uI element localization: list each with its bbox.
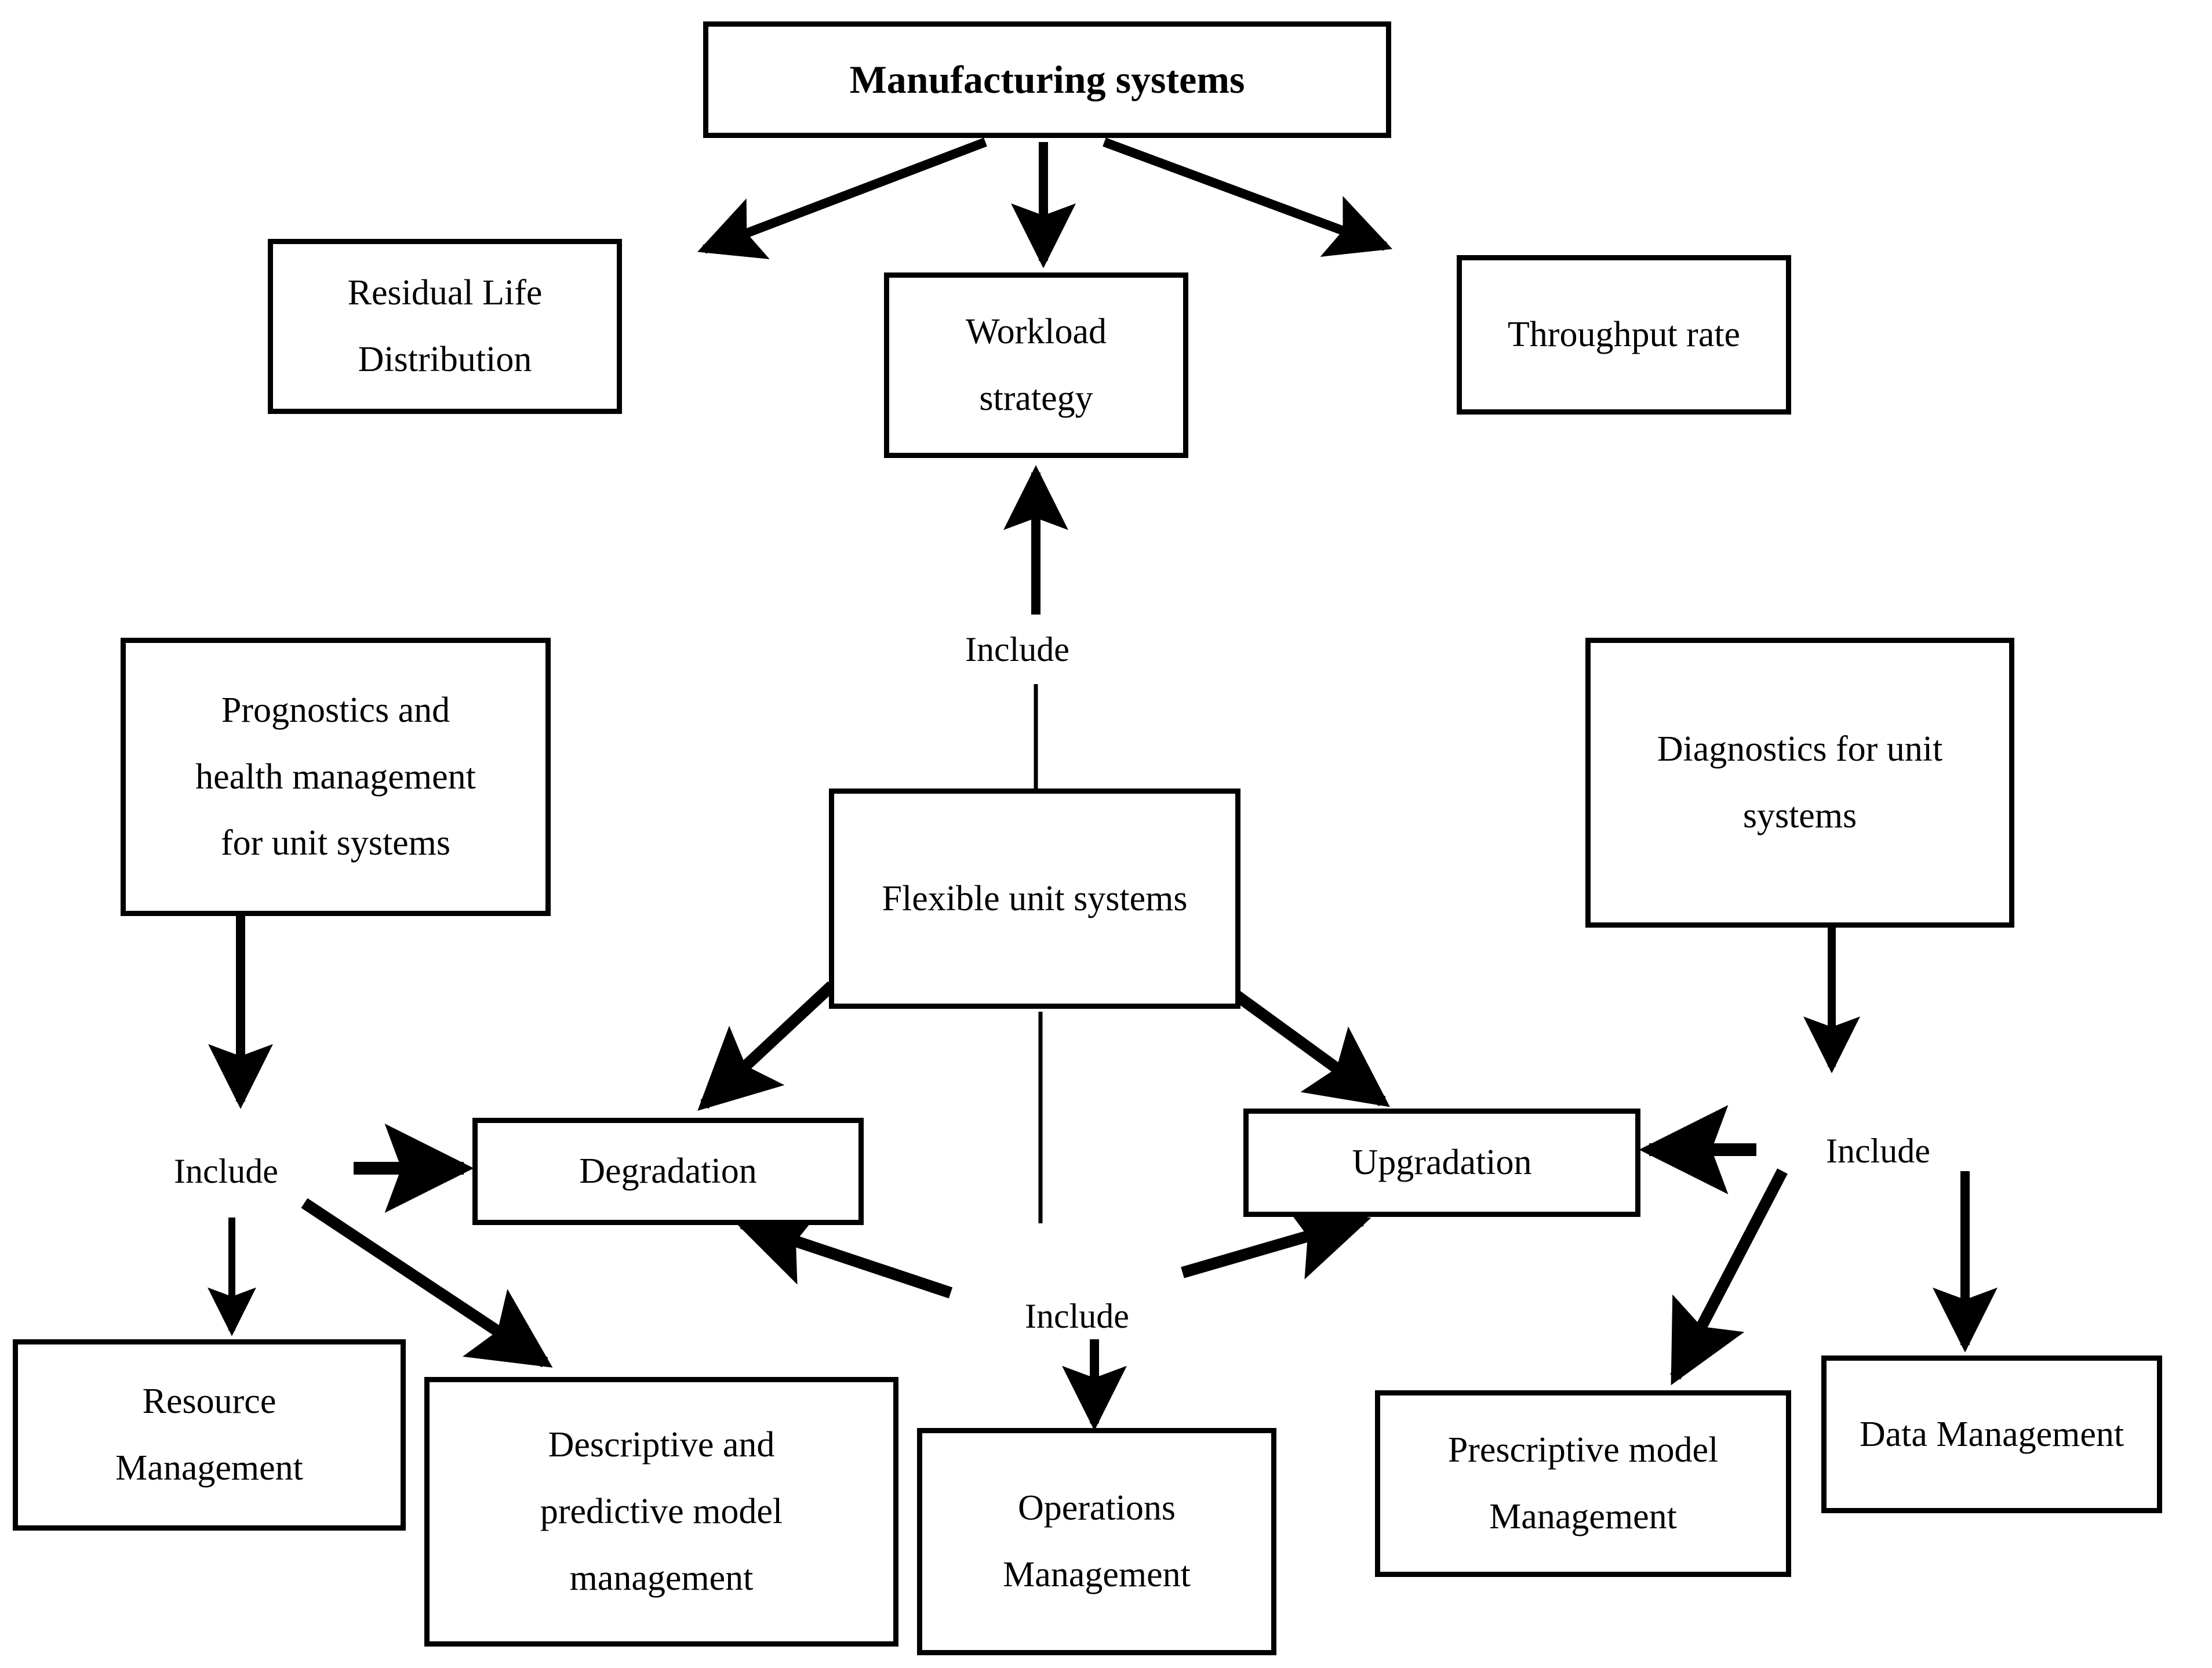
edge-label-include-right: Include: [1826, 1132, 1930, 1170]
node-operations-management[interactable]: Operations Management: [917, 1428, 1276, 1655]
edge-label-include-center-top: Include: [965, 630, 1069, 668]
edge-include-left-to-descriptive: [301, 1198, 553, 1368]
edge-hub-to-degradation: [733, 1207, 953, 1299]
node-descriptive-predictive-model-management[interactable]: Descriptive and predictive model managem…: [424, 1377, 898, 1647]
node-resource-management[interactable]: Resource Management: [13, 1339, 406, 1531]
node-workload-strategy[interactable]: Workload strategy: [884, 272, 1188, 458]
edge-manufacturing-to-throughput: [1103, 137, 1393, 257]
node-data-management[interactable]: Data Management: [1821, 1356, 2162, 1513]
edge-flexible-to-degradation: [697, 981, 836, 1111]
node-degradation-line1: Degradation: [579, 1151, 757, 1191]
node-flexible-unit-systems[interactable]: Flexible unit systems: [829, 788, 1240, 1009]
node-resource-management-line1: Resource: [142, 1382, 276, 1422]
node-operations-management-line1: Operations: [1017, 1488, 1176, 1528]
node-upgradation-line1: Upgradation: [1352, 1143, 1532, 1183]
node-resource-management-line2: Management: [115, 1448, 303, 1488]
node-prognostics-health-management-line2: health management: [195, 757, 476, 797]
node-descriptive-predictive-model-management-line2: predictive model: [540, 1492, 783, 1532]
node-prognostics-health-management-line3: for unit systems: [220, 823, 451, 863]
node-upgradation[interactable]: Upgradation: [1243, 1109, 1640, 1217]
node-diagnostics-unit-systems[interactable]: Diagnostics for unit systems: [1585, 638, 2014, 928]
node-prescriptive-model-management-line2: Management: [1489, 1497, 1677, 1536]
node-manufacturing-systems-label: Manufacturing systems: [849, 57, 1245, 101]
node-prescriptive-model-management-line1: Prescriptive model: [1447, 1430, 1719, 1470]
node-throughput-rate-line1: Throughput rate: [1507, 315, 1741, 355]
edge-label-include-center-bottom: Include: [1025, 1297, 1129, 1335]
node-prescriptive-model-management[interactable]: Prescriptive model Management: [1375, 1390, 1791, 1577]
node-diagnostics-unit-systems-line2: systems: [1742, 796, 1857, 835]
edge-hub-to-upgradation: [1181, 1201, 1371, 1280]
node-throughput-rate[interactable]: Throughput rate: [1457, 255, 1791, 415]
node-manufacturing-systems[interactable]: Manufacturing systems: [703, 21, 1391, 138]
node-descriptive-predictive-model-management-line3: management: [569, 1558, 754, 1598]
edge-include-right-to-prescriptive: [1670, 1168, 1788, 1386]
node-flexible-unit-systems-line1: Flexible unit systems: [882, 878, 1188, 918]
node-residual-life-distribution[interactable]: Residual Life Distribution: [268, 239, 622, 414]
node-degradation[interactable]: Degradation: [472, 1118, 864, 1225]
node-residual-life-distribution-line2: Distribution: [358, 340, 532, 379]
edge-label-include-left: Include: [174, 1152, 278, 1190]
node-prognostics-health-management[interactable]: Prognostics and health management for un…: [121, 638, 551, 916]
node-data-management-line1: Data Management: [1859, 1414, 2124, 1454]
node-prognostics-health-management-line1: Prognostics and: [221, 690, 450, 730]
node-workload-strategy-line2: strategy: [979, 379, 1093, 418]
node-descriptive-predictive-model-management-line1: Descriptive and: [548, 1425, 775, 1465]
node-workload-strategy-line1: Workload: [966, 312, 1107, 352]
node-operations-management-line2: Management: [1003, 1555, 1191, 1594]
node-residual-life-distribution-line1: Residual Life: [347, 273, 543, 313]
edge-flexible-to-upgradation: [1220, 980, 1390, 1107]
edge-manufacturing-to-residual: [697, 137, 987, 259]
node-diagnostics-unit-systems-line1: Diagnostics for unit: [1657, 729, 1943, 769]
